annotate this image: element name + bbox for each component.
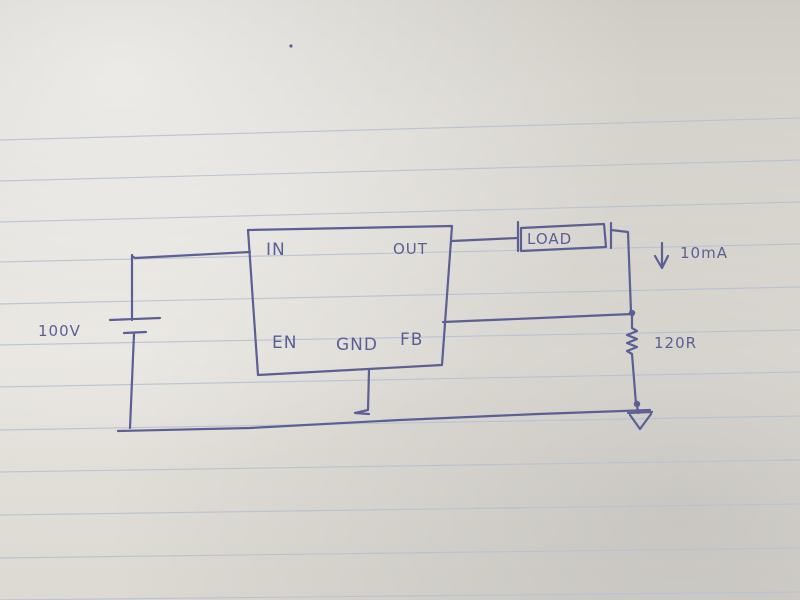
load-current-label: 10mA [680, 244, 728, 262]
input-wire [130, 250, 252, 260]
ground-symbol [626, 402, 654, 431]
battery-symbol [108, 253, 162, 430]
gnd-pin-wire [353, 368, 371, 416]
regulator-box [246, 224, 454, 377]
load-symbol [516, 220, 613, 253]
pin-fb-label: FB [400, 330, 423, 350]
pin-gnd-label: GND [336, 335, 378, 355]
ink-speck [289, 44, 293, 48]
load-return-wire [609, 228, 633, 314]
resistor-value-label: 120R [654, 334, 697, 352]
pin-en-label: EN [272, 333, 297, 353]
load-label: LOAD [527, 230, 572, 248]
feedback-wire [441, 312, 634, 324]
source-voltage-label: 100V [38, 322, 81, 340]
ground-wire [116, 408, 652, 433]
current-arrow-icon [653, 241, 670, 270]
output-wire [450, 236, 520, 243]
pin-out-label: OUT [393, 240, 428, 258]
pin-in-label: IN [266, 240, 286, 260]
resistor-symbol [625, 311, 639, 406]
